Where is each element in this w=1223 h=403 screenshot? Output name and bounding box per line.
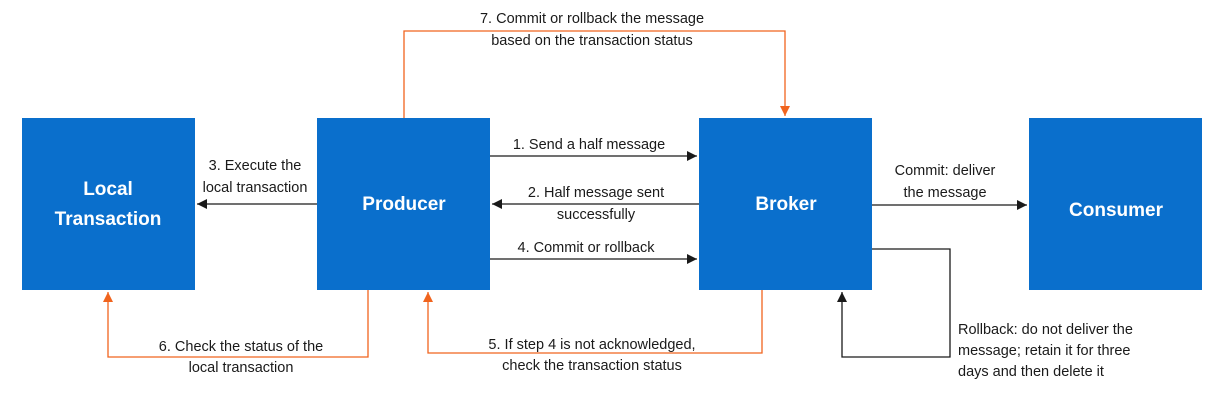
node-broker-label: Broker (755, 194, 817, 215)
edge-step4-label-line-1: 4. Commit or rollback (518, 240, 656, 256)
edge-step6-label: 6. Check the status of the local transact… (159, 339, 323, 376)
node-producer-label: Producer (362, 194, 446, 215)
edge-step7-label-line-2: based on the transaction status (491, 33, 693, 49)
edge-step5-label-line-2: check the transaction status (502, 358, 682, 374)
node-consumer-box (1029, 118, 1202, 290)
edge-rollback-label: Rollback: do not deliver the message; ret… (958, 322, 1133, 380)
edge-rollback-label-line-2: message; retain it for three (958, 343, 1130, 359)
edge-step5-label-line-1: 5. If step 4 is not acknowledged, (488, 337, 695, 353)
node-consumer-label: Consumer (1069, 200, 1164, 221)
node-broker: Broker (699, 118, 872, 290)
edge-commit-label-line-1: Commit: deliver (895, 163, 996, 179)
edge-step2-label-line-1: 2. Half message sent (528, 185, 664, 201)
node-consumer: Consumer (1029, 118, 1202, 290)
node-producer-label-line-1: Producer (362, 194, 446, 215)
edge-step5-arrow (423, 290, 763, 354)
edge-step2-label: 2. Half message sent successfully (528, 185, 664, 223)
edge-step3-label: 3. Execute the local transaction (203, 158, 308, 196)
edge-commit-label: Commit: deliver the message (895, 163, 996, 201)
edge-step6-arrow (103, 290, 369, 358)
edge-rollback-arrow (837, 248, 951, 358)
edge-step5-label: 5. If step 4 is not acknowledged, check t… (488, 337, 695, 374)
edge-step6-label-line-2: local transaction (189, 360, 294, 376)
node-consumer-label-line-1: Consumer (1069, 200, 1164, 221)
edge-step4-label: 4. Commit or rollback (518, 240, 656, 256)
node-local-transaction-box (22, 118, 195, 290)
node-broker-box (699, 118, 872, 290)
edge-step6-label-line-1: 6. Check the status of the (159, 339, 323, 355)
edge-rollback-label-line-1: Rollback: do not deliver the (958, 322, 1133, 338)
edge-step1-label-line-1: 1. Send a half message (513, 137, 665, 153)
edge-step3-label-line-1: 3. Execute the (209, 158, 302, 174)
edge-rollback-label-line-3: days and then delete it (958, 364, 1104, 380)
node-broker-label-line-1: Broker (755, 194, 817, 215)
edge-step7-arrow (403, 30, 790, 118)
node-local-transaction-label-line-1: Local (83, 179, 133, 200)
node-producer: Producer (317, 118, 490, 290)
edge-step2-label-line-2: successfully (557, 207, 636, 223)
edge-step7-label: 7. Commit or rollback the message based o… (480, 11, 704, 49)
node-local-transaction-label-line-2: Transaction (55, 209, 162, 230)
node-producer-box (317, 118, 490, 290)
edge-step1-label: 1. Send a half message (513, 137, 665, 153)
edge-step3-label-line-2: local transaction (203, 180, 308, 196)
edge-commit-label-line-2: the message (903, 185, 986, 201)
edge-step7-label-line-1: 7. Commit or rollback the message (480, 11, 704, 27)
